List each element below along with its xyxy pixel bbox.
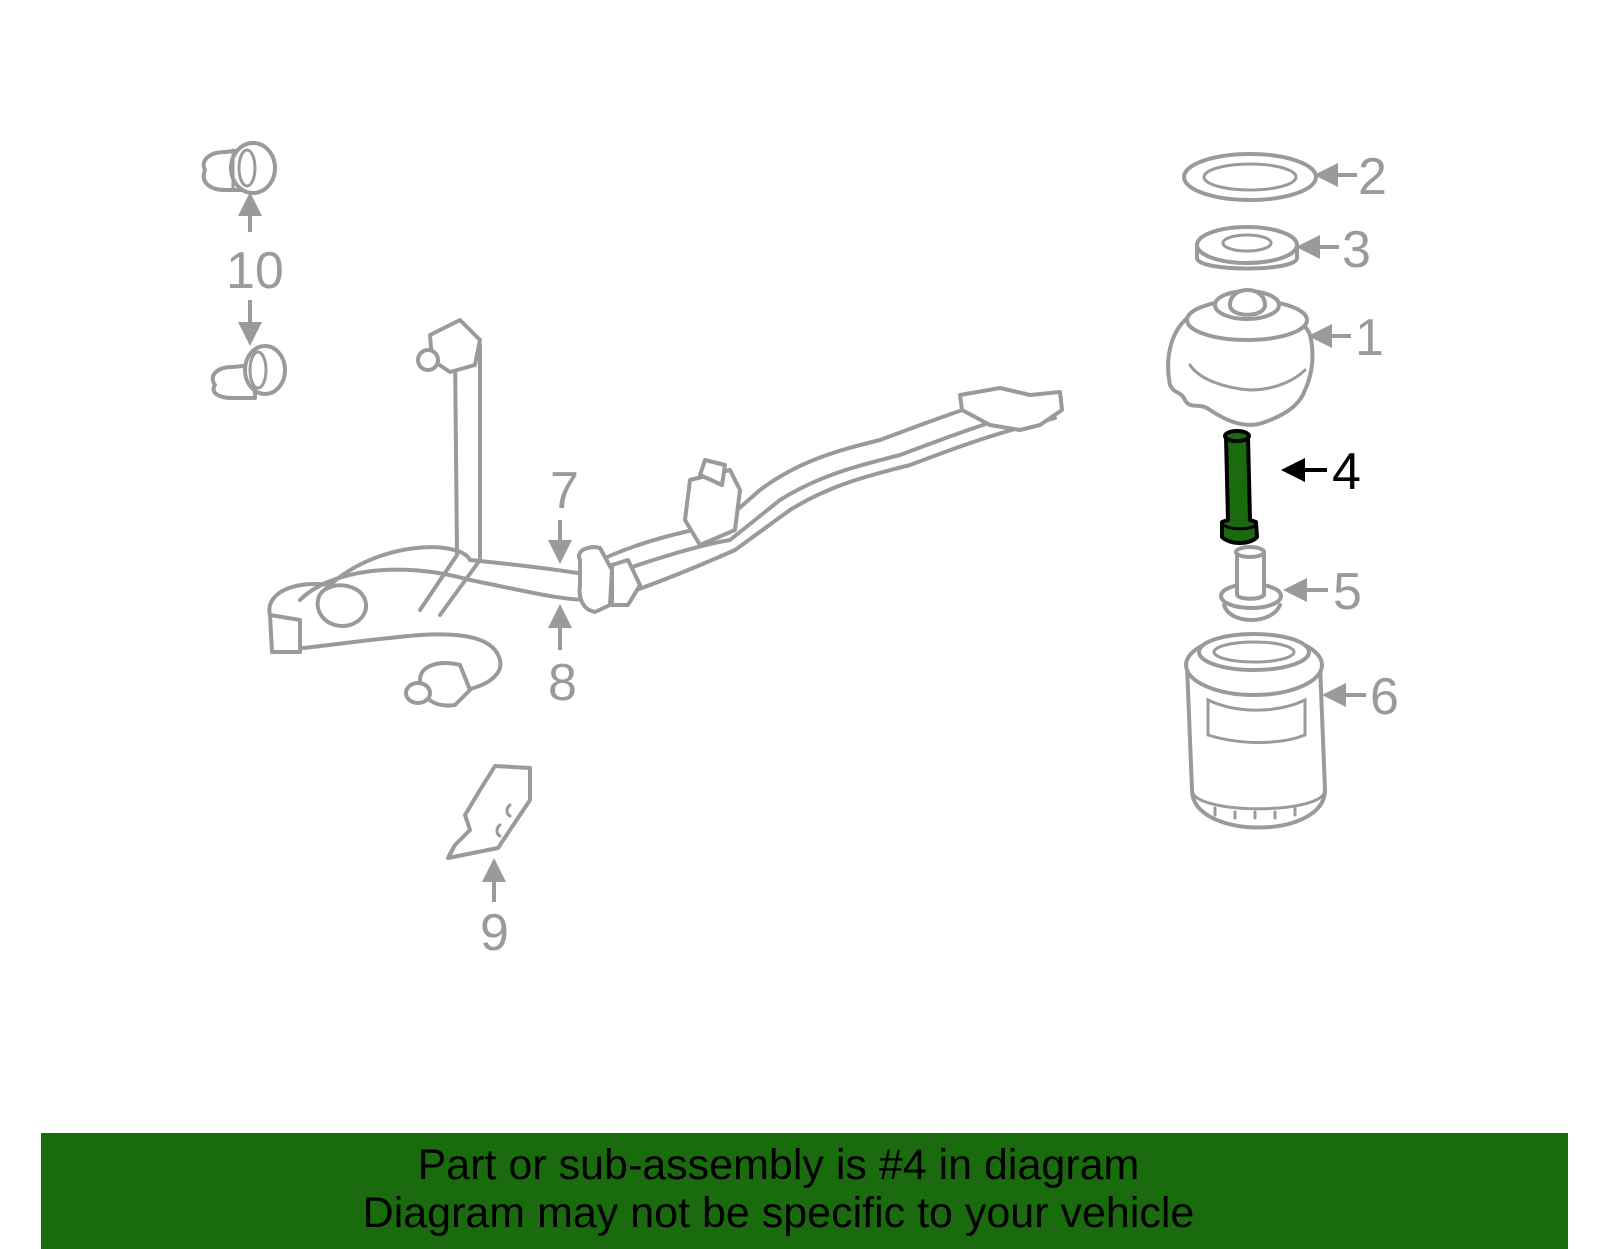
part-4-highlighted[interactable]: [1220, 429, 1259, 545]
callout-9[interactable]: 9: [480, 904, 509, 962]
callout-2[interactable]: 2: [1358, 148, 1387, 206]
banner-disclaimer-text: Diagram may not be specific to your vehi…: [362, 1189, 1195, 1237]
callout-6[interactable]: 6: [1370, 668, 1399, 726]
banner-part-number-text: Part or sub-assembly is #4 in diagram: [417, 1141, 1140, 1189]
part-2-gasket[interactable]: [1182, 152, 1318, 202]
part-7-8-oil-cooler-lines[interactable]: [267, 318, 1064, 708]
part-1-filter-housing[interactable]: [1166, 288, 1315, 427]
info-banner: Part or sub-assembly is #4 in diagram Di…: [41, 1133, 1568, 1249]
part-6-oil-filter[interactable]: [1184, 632, 1327, 830]
callout-3[interactable]: 3: [1342, 221, 1371, 279]
callout-8[interactable]: 8: [548, 654, 577, 712]
callout-4[interactable]: 4: [1332, 443, 1361, 501]
callout-5[interactable]: 5: [1333, 563, 1362, 621]
part-10-upper-clip[interactable]: [201, 141, 277, 195]
part-10-lower-clip[interactable]: [210, 344, 287, 400]
part-5-valve[interactable]: [1219, 545, 1283, 622]
callout-1[interactable]: 1: [1355, 309, 1384, 367]
callout-7[interactable]: 7: [550, 462, 579, 520]
part-9-bracket[interactable]: [446, 764, 532, 860]
part-3-seal[interactable]: [1195, 225, 1299, 271]
callout-10[interactable]: 10: [226, 242, 284, 300]
